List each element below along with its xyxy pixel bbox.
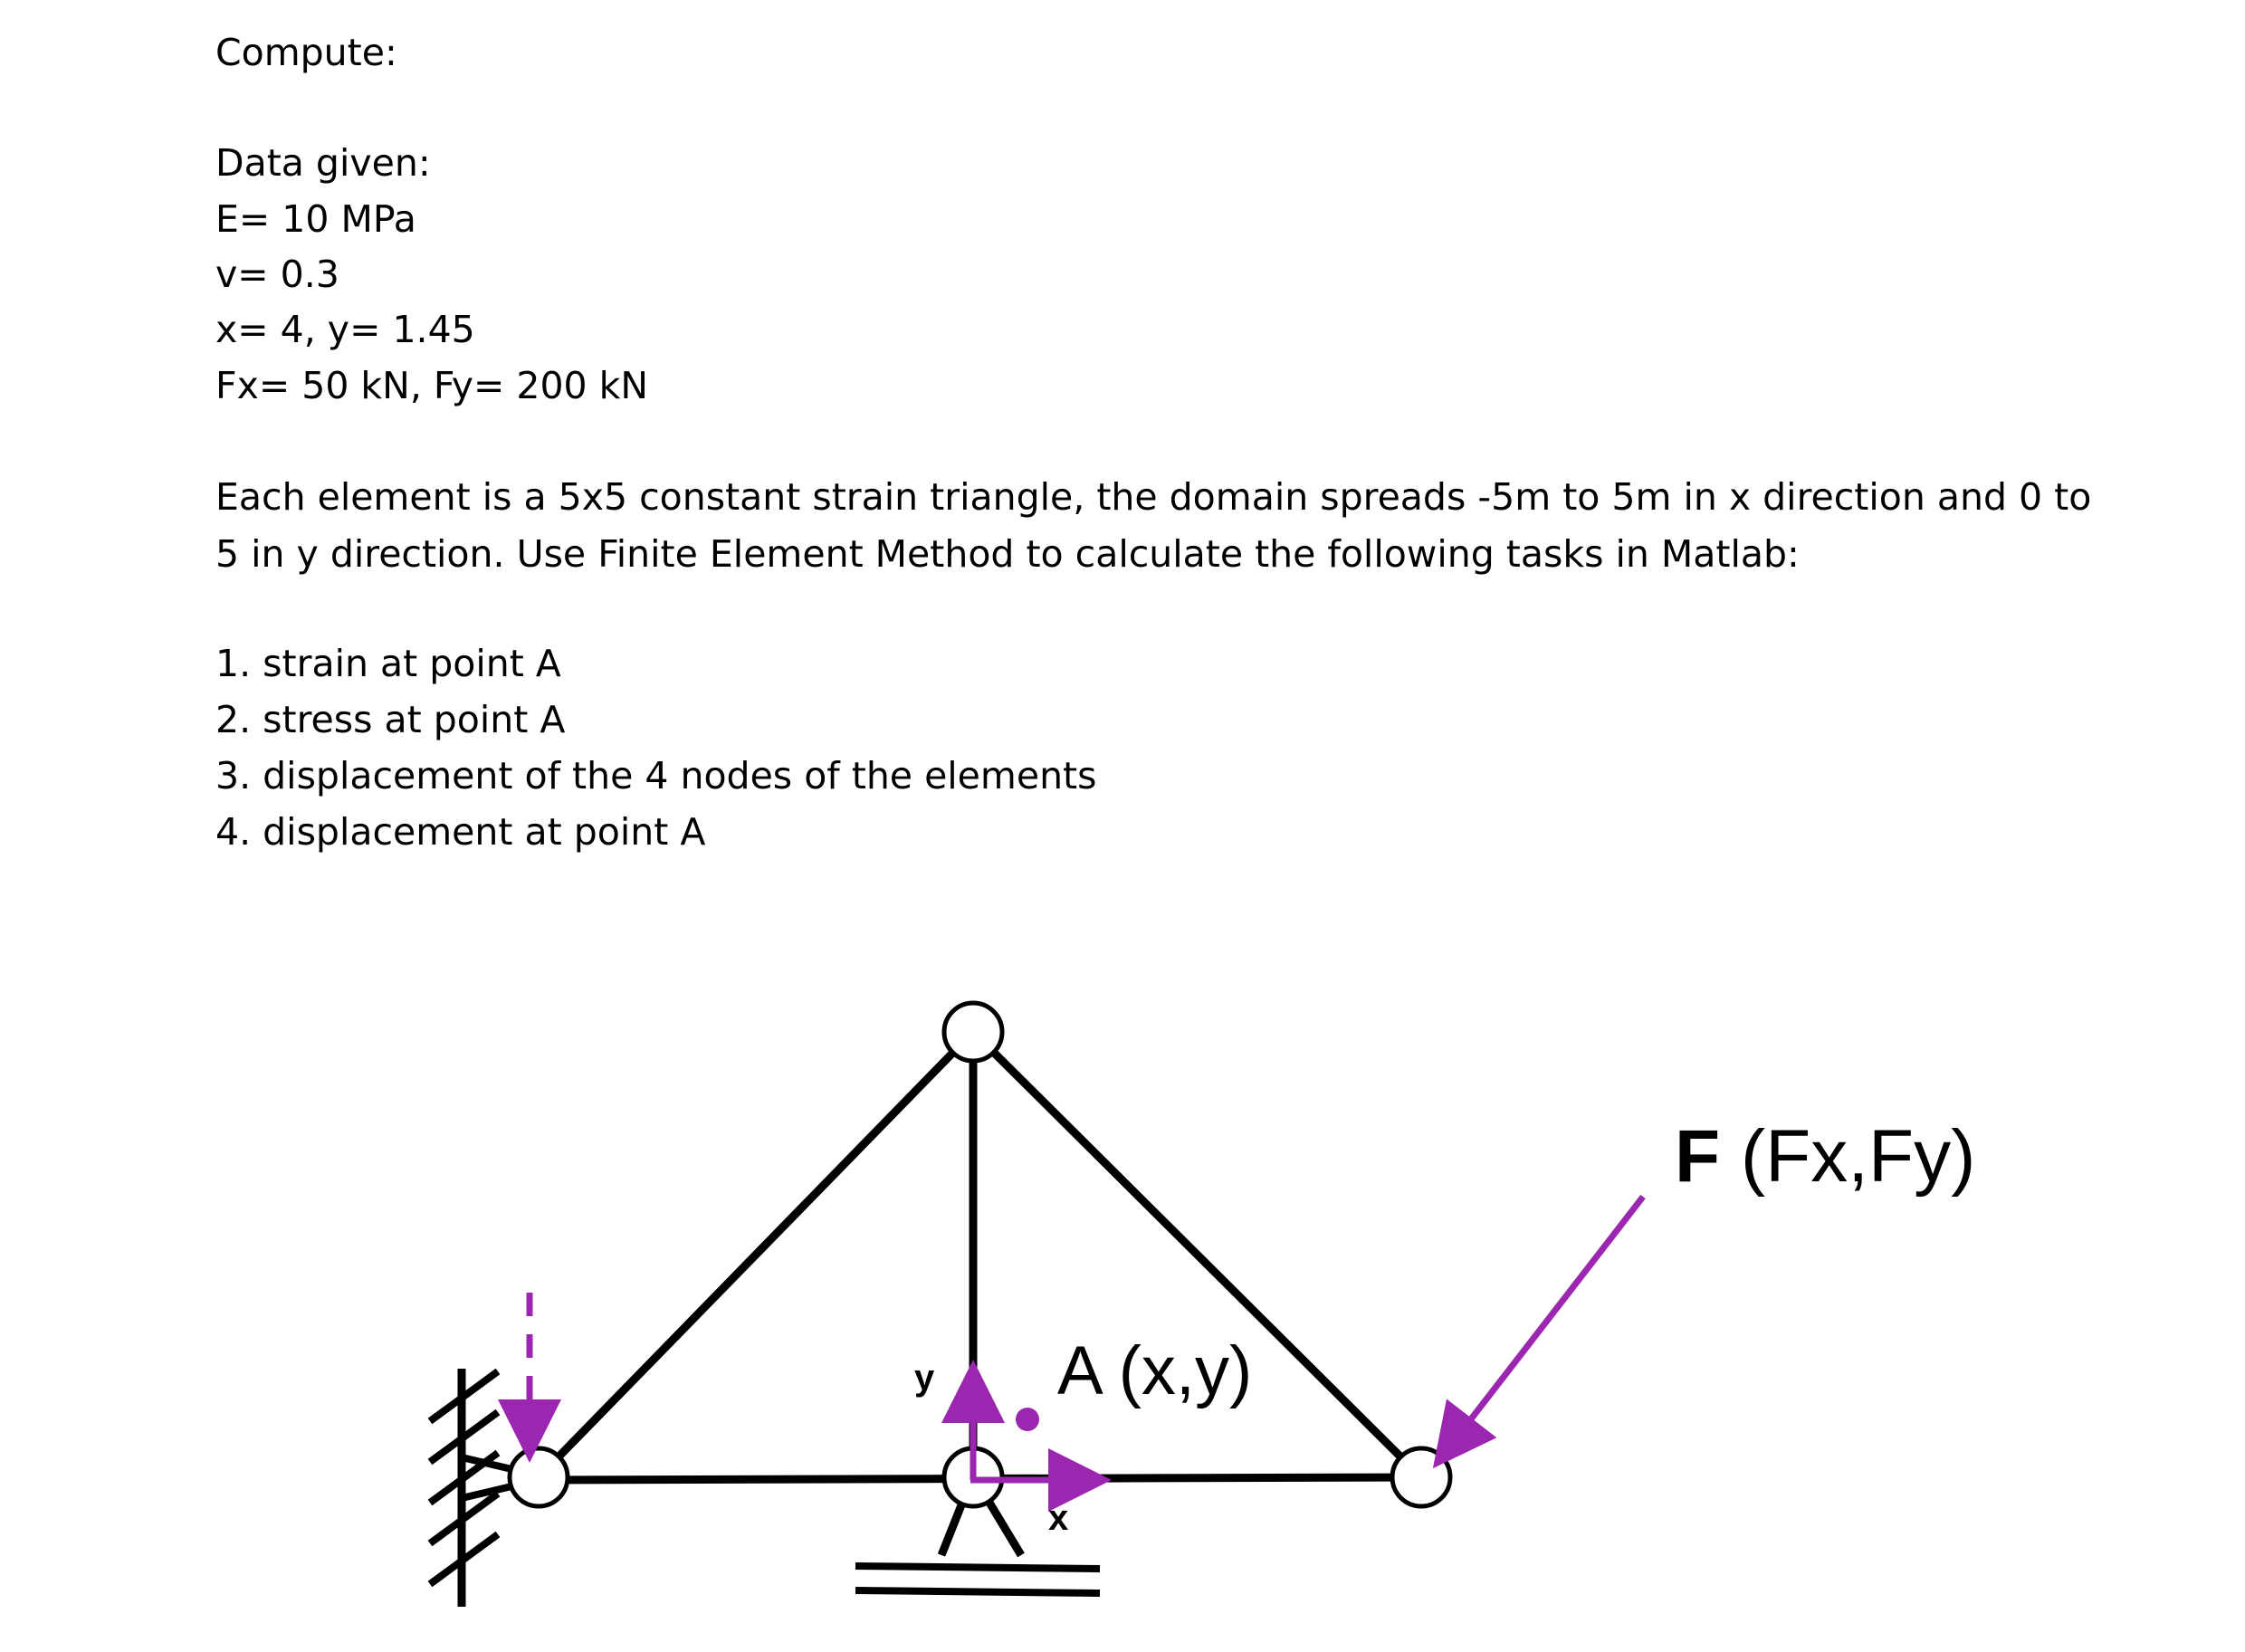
force-arrow (1432, 1194, 1646, 1469)
data-line-modulus: E= 10 MPa (215, 197, 416, 241)
data-given-title: Data given: (215, 141, 431, 185)
node-right (1390, 1446, 1453, 1509)
axis-x-label: x (1048, 1498, 1068, 1538)
truss-nodes (507, 1000, 1453, 1509)
local-axes (941, 1360, 1112, 1512)
wall-support (427, 1368, 540, 1607)
point-a-marker (1016, 1408, 1039, 1431)
task-item: 4. displacement at point A (215, 810, 706, 854)
data-line-forces: Fx= 50 kN, Fy= 200 kN (215, 364, 649, 407)
task-item: 2. stress at point A (215, 698, 566, 741)
force-label: F (Fx,Fy) (1675, 1115, 1975, 1198)
force-label-components: (Fx,Fy) (1720, 1115, 1975, 1198)
task-item: 3. displacement of the 4 nodes of the el… (215, 754, 1097, 797)
node-top (941, 1000, 1005, 1064)
member-right-diagonal (970, 1028, 1425, 1481)
data-line-poisson: v= 0.3 (215, 253, 339, 296)
point-a-label: A (x,y) (1057, 1332, 1252, 1409)
data-line-point-coordinates: x= 4, y= 1.45 (215, 308, 475, 351)
member-left-diagonal (535, 1028, 977, 1481)
task-item: 1. strain at point A (215, 642, 561, 685)
truss-members (535, 1028, 1425, 1485)
heading: Compute: (215, 31, 397, 74)
force-label-symbol: F (1675, 1115, 1720, 1198)
node-left (507, 1446, 570, 1509)
axis-y-label: y (914, 1358, 935, 1398)
problem-description: Each element is a 5x5 constant strain tr… (215, 475, 2092, 576)
